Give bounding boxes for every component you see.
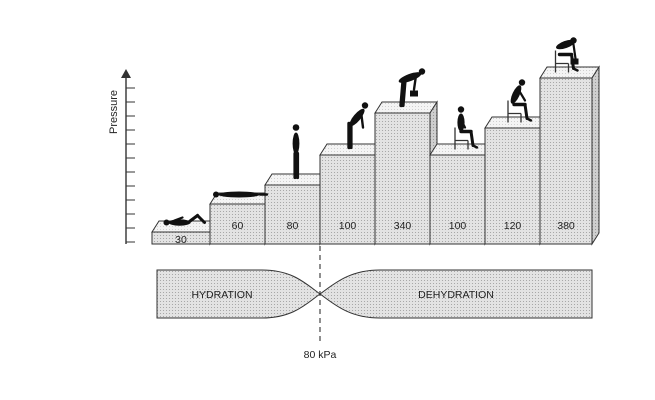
pressure-block: 60 [209, 191, 273, 246]
pressure-value-label: 30 [175, 234, 187, 246]
pressure-axis-ticks [126, 87, 135, 243]
pressure-block: 380 [539, 65, 600, 246]
pressure-value-label: 120 [504, 220, 522, 232]
block-top [429, 143, 493, 156]
pressure-block: 340 [374, 100, 438, 246]
hydration-label: HYDRATION [191, 289, 252, 301]
block-top [484, 116, 548, 129]
person-lying-supine-icon [163, 213, 206, 226]
block-face [319, 154, 376, 245]
person-lifting-icon [398, 68, 426, 108]
pressure-value-label: 340 [394, 220, 412, 232]
pressure-blocks: 30 60 80 100 340 100 120 380 [151, 65, 600, 246]
pressure-block: 80 [264, 172, 328, 246]
pressure-block: 100 [429, 142, 493, 246]
person-standing-icon [292, 124, 300, 180]
person-sitting-icon [454, 106, 479, 150]
pressure-value-label: 80 [287, 220, 299, 232]
block-face [264, 184, 321, 245]
person-bending-icon [347, 102, 369, 150]
person-sitting-bent-icon [507, 79, 533, 123]
threshold-label: 80 kPa [304, 349, 337, 361]
pressure-value-label: 100 [449, 220, 467, 232]
pressure-value-label: 100 [339, 220, 357, 232]
pressure-axis-arrow [121, 69, 131, 78]
block-side [591, 65, 600, 246]
dehydration-label: DEHYDRATION [418, 289, 494, 301]
pressure-block: 120 [484, 115, 548, 246]
block-face [484, 127, 541, 245]
hydration-band: HYDRATION DEHYDRATION [156, 269, 593, 319]
posture-figures [163, 37, 579, 226]
pressure-axis: Pressure [108, 69, 135, 244]
person-lying-side-icon [213, 191, 269, 198]
pressure-block: 100 [319, 142, 383, 246]
pressure-axis-label: Pressure [108, 90, 120, 134]
block-face [374, 112, 431, 245]
block-top [539, 66, 600, 79]
pressure-value-label: 380 [557, 220, 575, 232]
block-top [374, 101, 438, 114]
pressure-value-label: 60 [232, 220, 244, 232]
person-sitting-lifting-icon [554, 37, 579, 73]
